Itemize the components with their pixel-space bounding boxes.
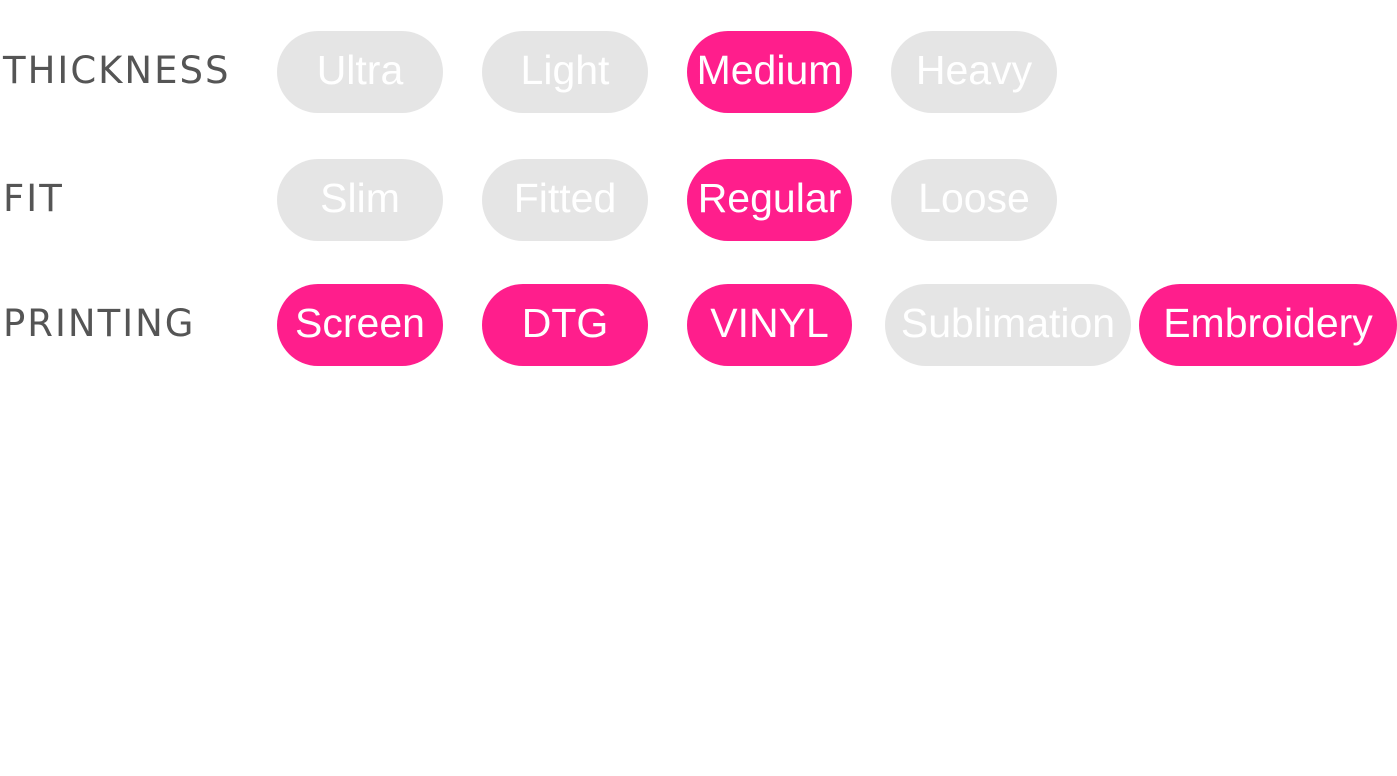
fit-row: FIT Slim Fitted Regular Loose bbox=[0, 159, 1397, 243]
fit-option-loose[interactable]: Loose bbox=[891, 159, 1057, 241]
thickness-option-light[interactable]: Light bbox=[482, 31, 648, 113]
option-label: Screen bbox=[295, 300, 425, 346]
printing-row: PRINTING Screen DTG VINYL Sublimation Em… bbox=[0, 284, 1397, 368]
printing-option-dtg[interactable]: DTG bbox=[482, 284, 648, 366]
thickness-option-heavy[interactable]: Heavy bbox=[891, 31, 1057, 113]
option-label: Medium bbox=[696, 47, 843, 93]
option-label: DTG bbox=[521, 300, 609, 346]
printing-option-screen[interactable]: Screen bbox=[277, 284, 443, 366]
option-label: Embroidery bbox=[1163, 300, 1373, 346]
option-label: Sublimation bbox=[900, 300, 1116, 346]
option-label: Fitted bbox=[513, 175, 617, 221]
fit-label: FIT bbox=[3, 177, 64, 220]
printing-option-embroidery[interactable]: Embroidery bbox=[1139, 284, 1397, 366]
thickness-row: THICKNESS Ultra Light Medium Heavy bbox=[0, 31, 1397, 115]
option-label: Loose bbox=[918, 175, 1030, 221]
printing-option-vinyl[interactable]: VINYL bbox=[687, 284, 852, 366]
fit-option-slim[interactable]: Slim bbox=[277, 159, 443, 241]
option-label: Ultra bbox=[316, 47, 404, 93]
thickness-option-ultra[interactable]: Ultra bbox=[277, 31, 443, 113]
option-label: Slim bbox=[320, 175, 400, 221]
option-label: Regular bbox=[697, 175, 842, 221]
option-label: Heavy bbox=[915, 47, 1033, 93]
thickness-option-medium[interactable]: Medium bbox=[687, 31, 852, 113]
option-label: VINYL bbox=[710, 300, 829, 346]
thickness-label: THICKNESS bbox=[3, 49, 231, 92]
fit-option-fitted[interactable]: Fitted bbox=[482, 159, 648, 241]
printing-option-sublimation[interactable]: Sublimation bbox=[885, 284, 1131, 366]
fit-option-regular[interactable]: Regular bbox=[687, 159, 852, 241]
option-label: Light bbox=[520, 47, 610, 93]
printing-label: PRINTING bbox=[3, 302, 196, 345]
